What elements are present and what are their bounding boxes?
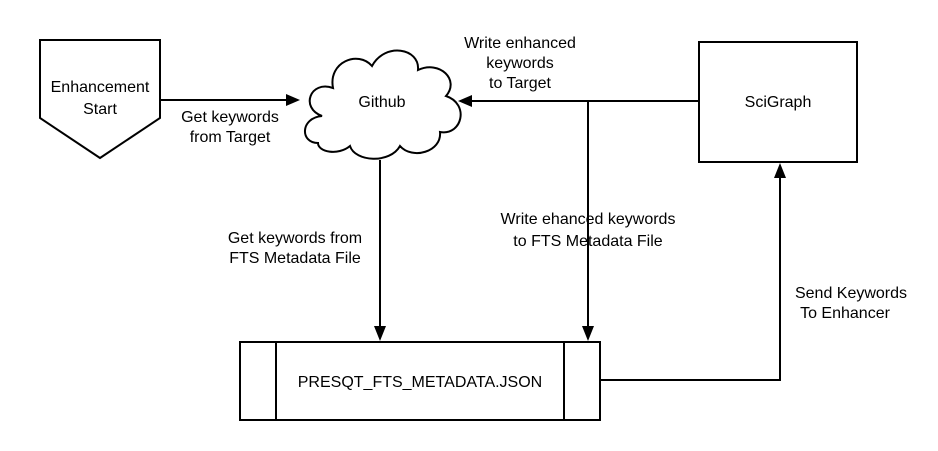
edge-scigraph-to-github-label-line3: to Target bbox=[489, 75, 552, 92]
arrowhead-up-icon bbox=[774, 163, 786, 178]
edge-file-to-scigraph-label-line1: Send Keywords bbox=[795, 285, 907, 302]
scigraph-box bbox=[698, 41, 858, 163]
enhancement-start-label-line2: Start bbox=[83, 101, 117, 118]
enhancement-start-shape bbox=[39, 39, 161, 160]
arrowhead-left-icon bbox=[458, 95, 472, 107]
enhancement-start-label-line1: Enhancement bbox=[51, 79, 150, 96]
edge-file-to-scigraph-line bbox=[600, 177, 781, 381]
scigraph-label: SciGraph bbox=[745, 94, 812, 111]
edge-scigraph-to-github-label-line2: keywords bbox=[486, 55, 554, 72]
metadata-file-box bbox=[239, 341, 601, 421]
edge-scigraph-to-github: Write enhanced keywords to Target bbox=[458, 35, 699, 107]
scigraph-node: SciGraph bbox=[698, 41, 858, 163]
edge-github-to-file: Get keywords from FTS Metadata File bbox=[228, 160, 386, 341]
arrowhead-down-icon bbox=[374, 326, 386, 341]
edge-file-to-scigraph: Send Keywords To Enhancer bbox=[600, 163, 907, 381]
enhancement-start-node: Enhancement Start bbox=[39, 39, 161, 160]
edge-scigraph-to-file-label-line1: Write ehanced keywords bbox=[501, 211, 676, 228]
edge-github-to-file-label-line1: Get keywords from bbox=[228, 230, 362, 247]
edge-start-to-github-label-line1: Get keywords bbox=[181, 109, 279, 126]
arrowhead-down-icon bbox=[582, 326, 594, 341]
edge-file-to-scigraph-label-line2: To Enhancer bbox=[800, 305, 891, 322]
metadata-file-node: PRESQT_FTS_METADATA.JSON bbox=[239, 341, 601, 421]
metadata-file-label: PRESQT_FTS_METADATA.JSON bbox=[298, 374, 542, 391]
edge-scigraph-to-github-label-line1: Write enhanced bbox=[464, 35, 576, 52]
edge-github-to-file-label-line2: FTS Metadata File bbox=[229, 250, 361, 267]
edge-scigraph-to-file-label-line2: to FTS Metadata File bbox=[513, 233, 662, 250]
arrowhead-right-icon bbox=[286, 94, 300, 106]
edge-scigraph-to-file: Write ehanced keywords to FTS Metadata F… bbox=[501, 101, 676, 341]
edge-start-to-github: Get keywords from Target bbox=[160, 94, 300, 146]
github-cloud-shape bbox=[304, 49, 462, 160]
github-label: Github bbox=[358, 94, 405, 111]
github-node: Github bbox=[304, 49, 462, 160]
edge-start-to-github-label-line2: from Target bbox=[190, 129, 271, 146]
